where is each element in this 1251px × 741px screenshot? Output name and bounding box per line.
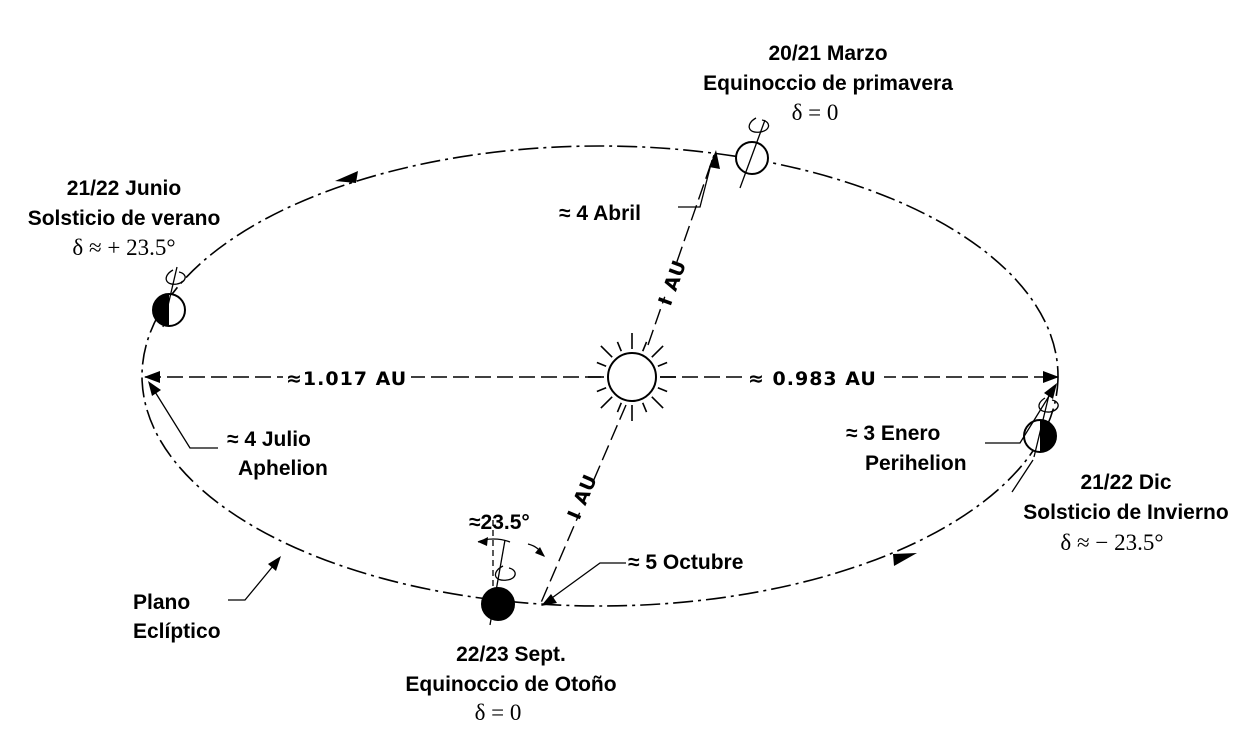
july-leader [151,386,218,449]
sun-ray [641,402,648,413]
sun-ray [600,345,613,358]
sun-ray [657,386,668,393]
july-label: ≈ 4 Julio [227,428,311,451]
january-leader [985,387,1055,444]
perihelion-arrowhead [1043,371,1059,383]
june-declination: δ ≈ + 23.5° [72,235,175,260]
september-date: 22/23 Sept. [456,643,566,666]
orbit-arrow-top [335,171,358,183]
july-sublabel: Aphelion [238,457,328,480]
upper-au-line [647,154,715,346]
june-name: Solsticio de verano [28,207,221,230]
june-date: 21/22 Junio [67,177,181,200]
perihelion-distance-label: ≈ 0.983 AU [748,368,877,390]
december-leader [1011,459,1034,493]
sun-ray [651,345,664,358]
earth-december [1023,394,1059,458]
plane-leader [228,559,279,601]
plane-label-line2: Eclíptico [133,620,221,643]
aphelion-distance-label: ≈1.017 AU [286,368,407,390]
sun [588,333,676,421]
earth-june [152,266,186,328]
march-date: 20/21 Marzo [768,42,887,65]
march-declination: δ = 0 [792,100,839,125]
january-label: ≈ 3 Enero [846,422,940,445]
sun-ray [641,341,648,352]
sun-ray [657,361,668,368]
december-declination: δ ≈ − 23.5° [1060,530,1163,555]
plane-label-line1: Plano [133,591,190,614]
orbit-ellipse [141,145,1059,607]
sun-ray [651,396,664,409]
april-label: ≈ 4 Abril [559,202,641,225]
october-leader [544,562,626,604]
december-name: Solsticio de Invierno [1023,501,1228,524]
lower-au-line [539,404,627,606]
april-leader [678,159,713,208]
october-label: ≈ 5 Octubre [628,551,743,574]
sun-ray [596,361,607,368]
september-declination: δ = 0 [475,700,522,725]
sun-ray [600,396,613,409]
sun-ray [616,402,623,413]
aphelion-arrowhead [144,371,160,383]
sun-ray [596,386,607,393]
january-sublabel: Perihelion [865,452,967,475]
march-name: Equinoccio de primavera [703,72,953,95]
orbit-arrow-right-bottom [893,553,917,566]
december-date: 21/22 Dic [1080,471,1171,494]
tilt-label: ≈23.5° [469,511,530,534]
september-name: Equinoccio de Otoño [405,673,616,696]
sun-ray [616,341,623,352]
earth-march [735,117,770,189]
earth-september [477,520,545,626]
upper-au-arrowhead [709,150,720,169]
